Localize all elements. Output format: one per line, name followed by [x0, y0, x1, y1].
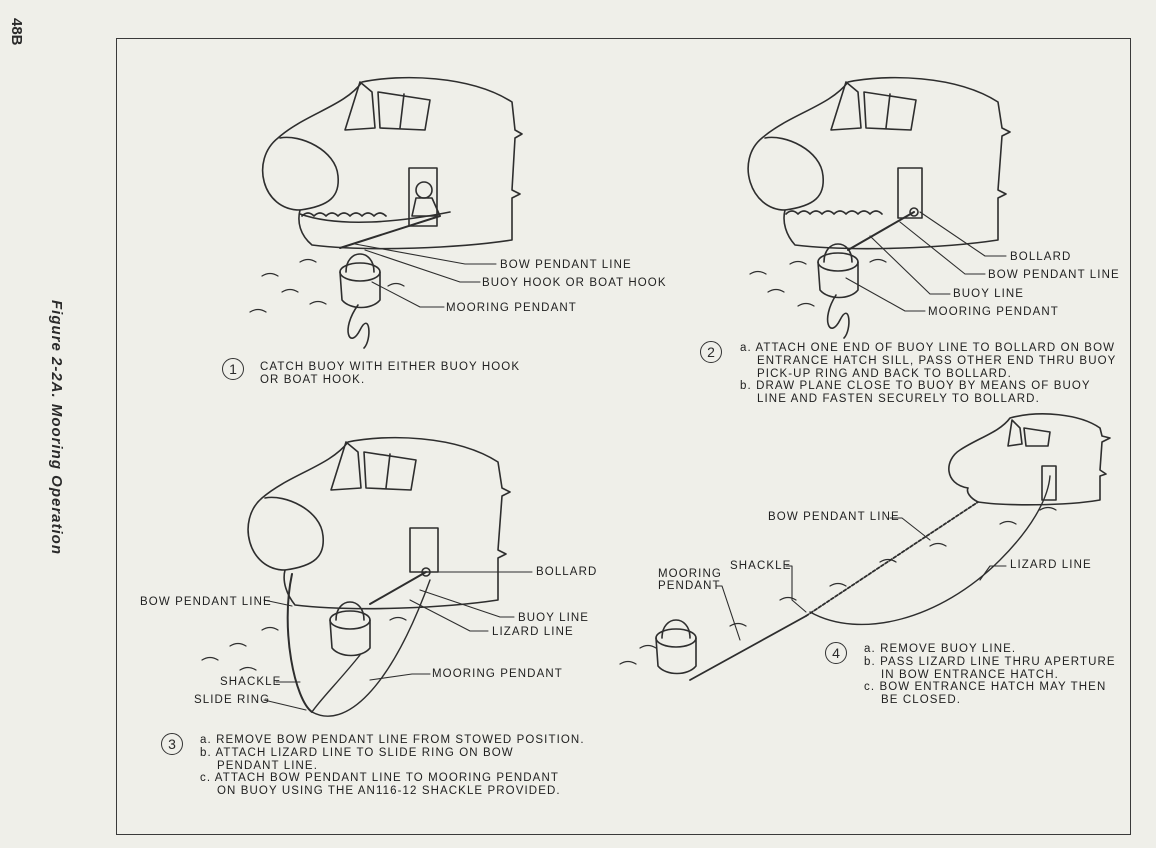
panel2-step-number: 2 [700, 341, 722, 363]
panel3-label-bow-pendant-line: BOW PENDANT LINE [140, 596, 272, 608]
panel4-instruction-line: c. BOW ENTRANCE HATCH MAY THEN [864, 681, 1107, 694]
panel4-instruction-line: a. REMOVE BUOY LINE. [864, 643, 1017, 655]
panel3-instruction-line: ON BUOY USING THE AN116-12 SHACKLE PROVI… [217, 785, 561, 798]
panel3-label-buoy-line: BUOY LINE [518, 612, 590, 624]
panel2-instruction-line: b. DRAW PLANE CLOSE TO BUOY BY MEANS OF … [740, 380, 1091, 393]
panel3-instruction-line: b. ATTACH LIZARD LINE TO SLIDE RING ON B… [200, 746, 514, 759]
panel3-buoy [329, 601, 371, 657]
panel1-buoy [339, 253, 381, 349]
panel4-label-shackle: SHACKLE [730, 560, 792, 572]
panel2-instruction-line: LINE AND FASTEN SECURELY TO BOLLARD. [757, 393, 1040, 406]
panel2-label-buoy-line: BUOY LINE [953, 288, 1025, 300]
panel1-instruction-line: OR BOAT HOOK. [260, 373, 366, 386]
panel3-instruction-line: PENDANT LINE. [217, 759, 318, 772]
panel2-label-bow-pendant-line: BOW PENDANT LINE [988, 269, 1120, 281]
figure-frame [116, 38, 1131, 835]
panel2-instruction-line: ENTRANCE HATCH SILL, PASS OTHER END THRU… [757, 354, 1117, 367]
panel3-leaders [263, 571, 533, 711]
panel2-label-mooring-pendant: MOORING PENDANT [928, 306, 1059, 318]
panel2-water [749, 258, 887, 307]
page-number: 48B [8, 18, 25, 46]
panel1-instructions: CATCH BUOY WITH EITHER BUOY HOOK OR BOAT… [260, 361, 520, 387]
panel4-label-mooring: MOORING [658, 568, 722, 580]
panel3-instruction-line: a. REMOVE BOW PENDANT LINE FROM STOWED P… [200, 734, 585, 746]
panel3-aircraft-bow [247, 436, 511, 610]
panel4-instruction-line: BE CLOSED. [881, 694, 962, 707]
panel3-label-mooring-pendant: MOORING PENDANT [432, 668, 563, 680]
panel4-buoy [655, 619, 697, 675]
panel1-step-number: 1 [222, 358, 244, 380]
panel2-instruction-line: a. ATTACH ONE END OF BUOY LINE TO BOLLAR… [740, 342, 1116, 354]
panel3-label-slide-ring: SLIDE RING [194, 694, 271, 706]
panel2-label-bollard: BOLLARD [1010, 251, 1072, 263]
panel2-leaders [845, 211, 1007, 312]
panel4-step-number: 4 [825, 642, 847, 664]
panel1-instruction-line: CATCH BUOY WITH EITHER BUOY HOOK [260, 361, 521, 373]
panel1-label-mooring-pendant: MOORING PENDANT [446, 302, 577, 314]
panel3-instruction-line: c. ATTACH BOW PENDANT LINE TO MOORING PE… [200, 772, 559, 785]
panel2-instructions: a. ATTACH ONE END OF BUOY LINE TO BOLLAR… [740, 342, 1116, 406]
panel4-label-pendant: PENDANT [658, 580, 721, 592]
panel2-instruction-line: PICK-UP RING AND BACK TO BOLLARD. [757, 367, 1012, 380]
panel4-water [619, 506, 1057, 665]
panel4-instructions: a. REMOVE BUOY LINE. b. PASS LIZARD LINE… [864, 643, 1116, 707]
panel3-label-lizard-line: LIZARD LINE [492, 626, 574, 638]
panel2-buoy [817, 243, 859, 339]
panel3-step-number: 3 [161, 733, 183, 755]
panel4-instruction-line: b. PASS LIZARD LINE THRU APERTURE [864, 655, 1116, 668]
panel4-label-lizard-line: LIZARD LINE [1010, 559, 1092, 571]
panel2-aircraft-bow [747, 76, 1011, 251]
panel3-label-bollard: BOLLARD [536, 566, 598, 578]
panel4-lines [689, 475, 1051, 681]
panel3-instructions: a. REMOVE BOW PENDANT LINE FROM STOWED P… [200, 734, 585, 798]
figure-caption: Figure 2-2A. Mooring Operation [48, 300, 65, 556]
panel1-leaders [354, 243, 497, 308]
panel4-leaders [715, 517, 1007, 641]
panel4-label-bow-pendant-line: BOW PENDANT LINE [768, 511, 900, 523]
panel4-aircraft-bow [948, 413, 1111, 506]
panel1-water [249, 258, 405, 313]
panel1-label-bow-pendant-line: BOW PENDANT LINE [500, 259, 632, 271]
panel1-label-buoy-hook: BUOY HOOK OR BOAT HOOK [482, 277, 667, 289]
panel3-label-shackle: SHACKLE [220, 676, 282, 688]
panel1-aircraft-bow [262, 76, 523, 250]
panel4-instruction-line: IN BOW ENTRANCE HATCH. [881, 668, 1059, 681]
panel3-lines [286, 571, 431, 717]
panel3-water [201, 616, 407, 671]
